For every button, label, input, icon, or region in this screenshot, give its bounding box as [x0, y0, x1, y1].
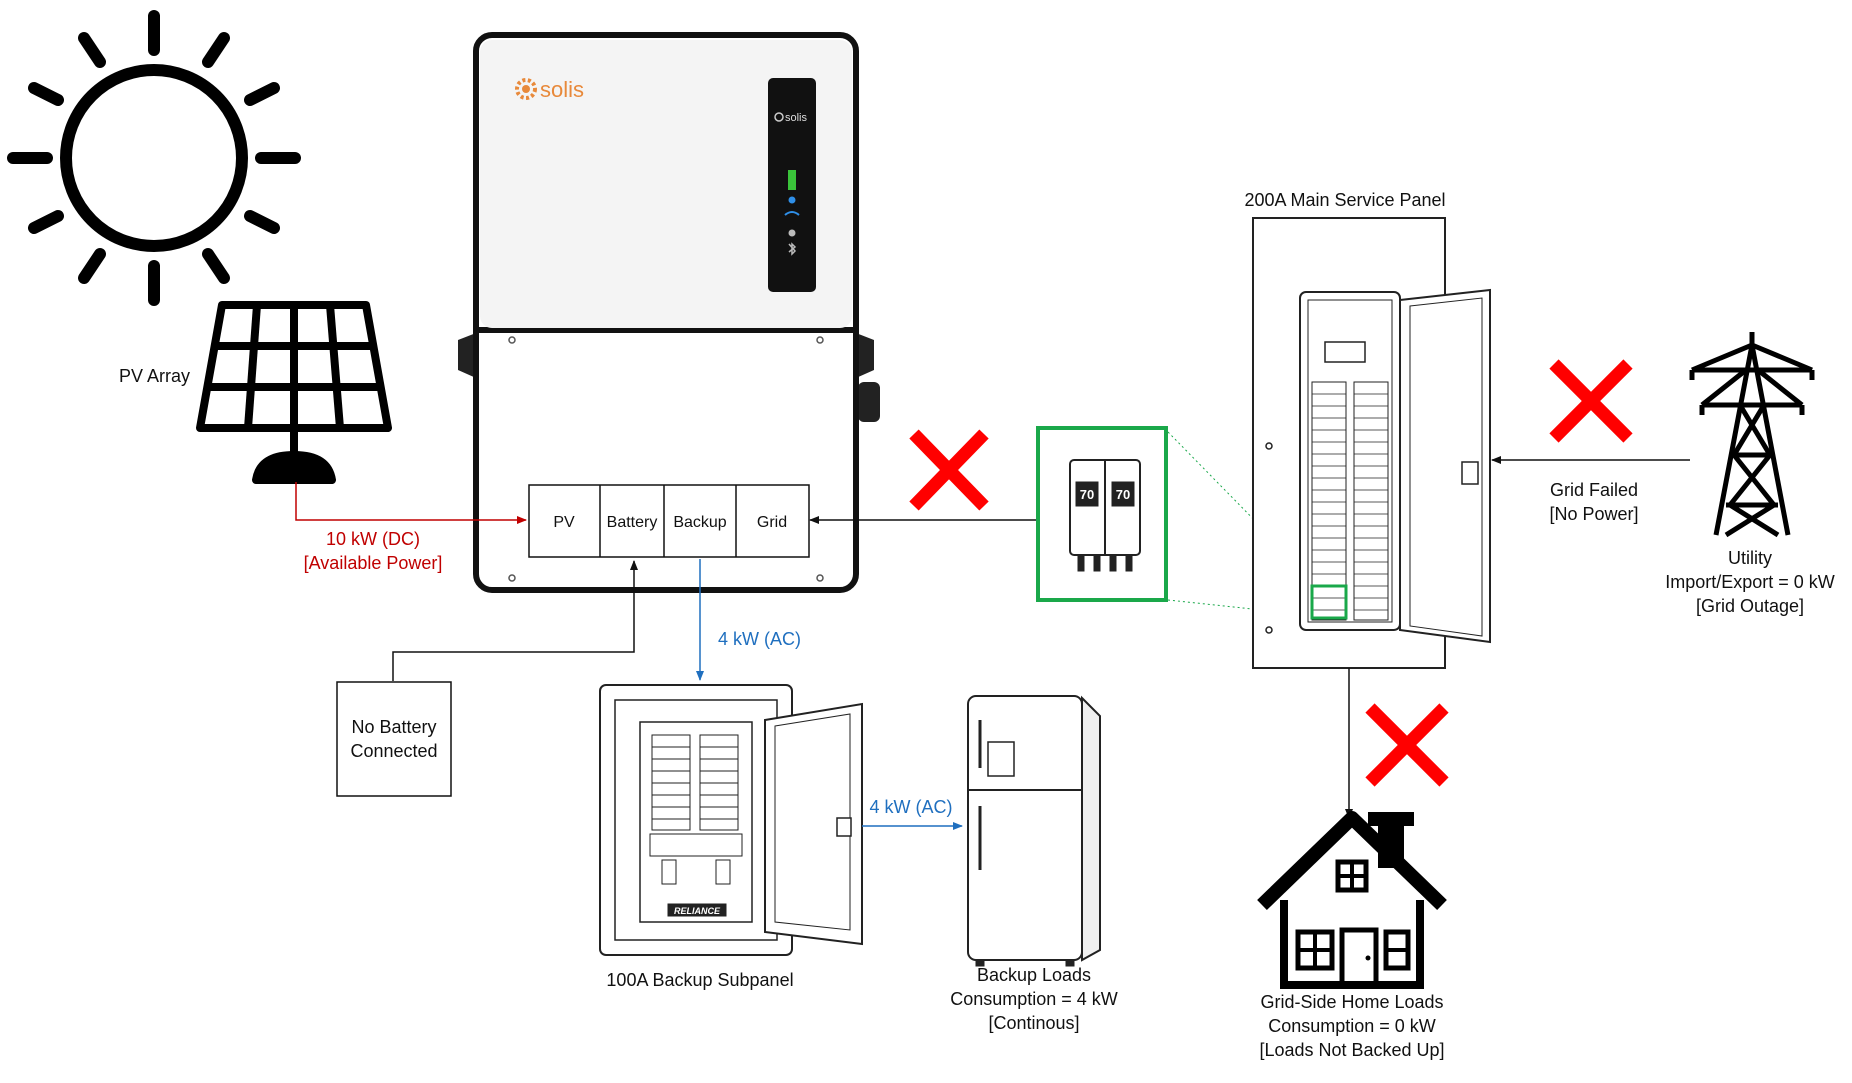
battery-level-icon — [788, 170, 796, 190]
battery-status-line2: Connected — [350, 741, 437, 761]
pv-dc-line — [295, 482, 527, 524]
backup-loads-consumption: Consumption = 4 kW — [950, 989, 1118, 1009]
backup-loads-title: Backup Loads — [977, 965, 1091, 985]
sun-icon — [7, 10, 301, 306]
status-led-icon — [788, 196, 796, 204]
failure-x-icon — [1365, 703, 1449, 787]
subpanel-feed-label: 4 kW (AC) — [870, 797, 953, 817]
backup-subpanel — [599, 684, 863, 956]
solis-logo-icon — [515, 78, 537, 100]
breaker-right-rating: 70 — [1116, 487, 1130, 502]
bluetooth-icon — [788, 242, 797, 256]
failure-x-icon — [909, 429, 989, 511]
backup-loads-status: [Continous] — [988, 1013, 1079, 1033]
battery-status-line1: No Battery — [351, 717, 436, 737]
refrigerator-icon — [967, 695, 1101, 967]
pv-power-label: 10 kW (DC) — [326, 529, 420, 549]
double-pole-breaker — [1069, 459, 1141, 572]
utility-status: [Grid Outage] — [1696, 596, 1804, 616]
wifi-icon — [784, 211, 800, 216]
pv-array-label: PV Array — [119, 366, 190, 386]
home-loads-status: [Loads Not Backed Up] — [1259, 1040, 1444, 1060]
zoom-line-top — [1167, 431, 1319, 586]
transmission-tower-icon — [1689, 332, 1815, 538]
port-pv: PV — [553, 514, 575, 531]
main-service-panel — [1252, 217, 1491, 669]
utility-title: Utility — [1728, 548, 1772, 568]
port-grid: Grid — [757, 514, 787, 531]
network-icon — [788, 229, 796, 237]
subpanel-label: 100A Backup Subpanel — [606, 970, 793, 990]
battery-box — [336, 681, 452, 797]
subpanel-logo: RELIANCE — [674, 906, 721, 916]
pv-power-sublabel: [Available Power] — [304, 553, 443, 573]
backup-feed-label: 4 kW (AC) — [718, 629, 801, 649]
port-backup: Backup — [673, 514, 726, 531]
breaker-left-rating: 70 — [1080, 487, 1094, 502]
grid-status-line2: [No Power] — [1549, 504, 1638, 524]
grid-status-line1: Grid Failed — [1550, 480, 1638, 500]
utility-import-export: Import/Export = 0 kW — [1665, 572, 1835, 592]
failure-x-icon — [1549, 359, 1633, 443]
house-icon — [1257, 811, 1447, 989]
main-panel-label: 200A Main Service Panel — [1244, 190, 1445, 210]
battery-line — [392, 560, 638, 681]
solar-panel-icon — [196, 301, 392, 484]
inverter: solis solis PV Battery Backup Grid — [458, 32, 880, 593]
inverter-display-brand: solis — [785, 112, 808, 124]
inverter-brand: solis — [540, 77, 584, 102]
home-loads-consumption: Consumption = 0 kW — [1268, 1016, 1436, 1036]
home-loads-title: Grid-Side Home Loads — [1260, 992, 1443, 1012]
port-battery: Battery — [607, 514, 658, 531]
